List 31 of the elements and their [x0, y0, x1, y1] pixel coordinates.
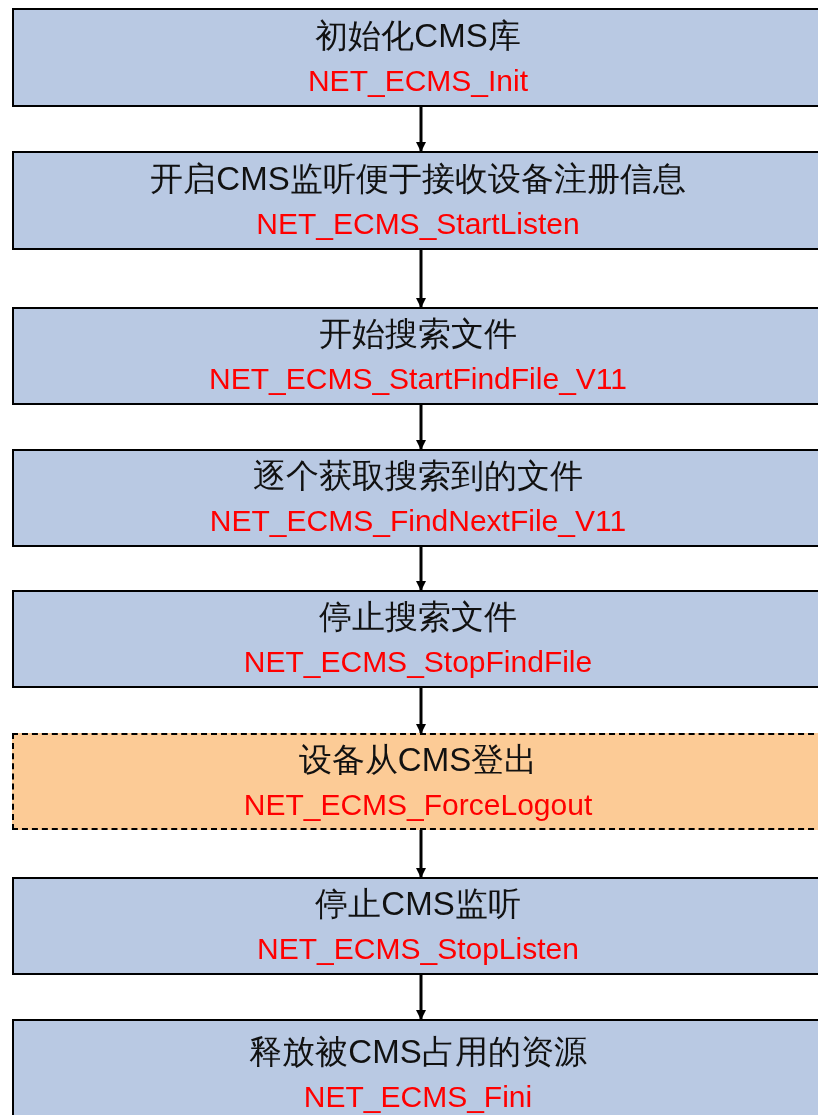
function-name: NET_ECMS_FindNextFile_V11: [209, 503, 627, 539]
process-box: [12, 877, 818, 975]
process-box: [12, 151, 818, 250]
arrow: [416, 250, 426, 308]
process-box: [12, 733, 818, 830]
step-title: 停止CMS监听: [315, 884, 521, 924]
process-box: [12, 307, 818, 405]
function-name: NET_ECMS_StopListen: [257, 931, 579, 967]
arrow: [416, 688, 426, 734]
function-name: NET_ECMS_ForceLogout: [243, 786, 593, 823]
process-box: [12, 590, 818, 688]
arrow: [416, 830, 426, 878]
arrow: [416, 547, 426, 591]
arrow: [416, 107, 426, 152]
function-name: NET_ECMS_StopFindFile: [243, 644, 593, 680]
process-box: [12, 8, 818, 107]
process-box: [12, 1019, 818, 1115]
step-title: 开启CMS监听便于接收设备注册信息: [150, 158, 686, 199]
function-name: NET_ECMS_StartListen: [256, 205, 580, 242]
step-title: 初始化CMS库: [315, 15, 521, 56]
arrow: [416, 405, 426, 450]
function-name: NET_ECMS_StartFindFile_V11: [209, 361, 627, 397]
step-title: 停止搜索文件: [319, 597, 517, 637]
step-title: 逐个获取搜索到的文件: [253, 456, 583, 496]
function-name: NET_ECMS_Fini: [303, 1079, 533, 1115]
step-title: 释放被CMS占用的资源: [249, 1032, 587, 1072]
step-title: 开始搜索文件: [319, 314, 517, 354]
step-title: 设备从CMS登出: [298, 739, 538, 780]
process-box: [12, 449, 818, 547]
function-name: NET_ECMS_Init: [307, 62, 529, 99]
arrow: [416, 975, 426, 1020]
